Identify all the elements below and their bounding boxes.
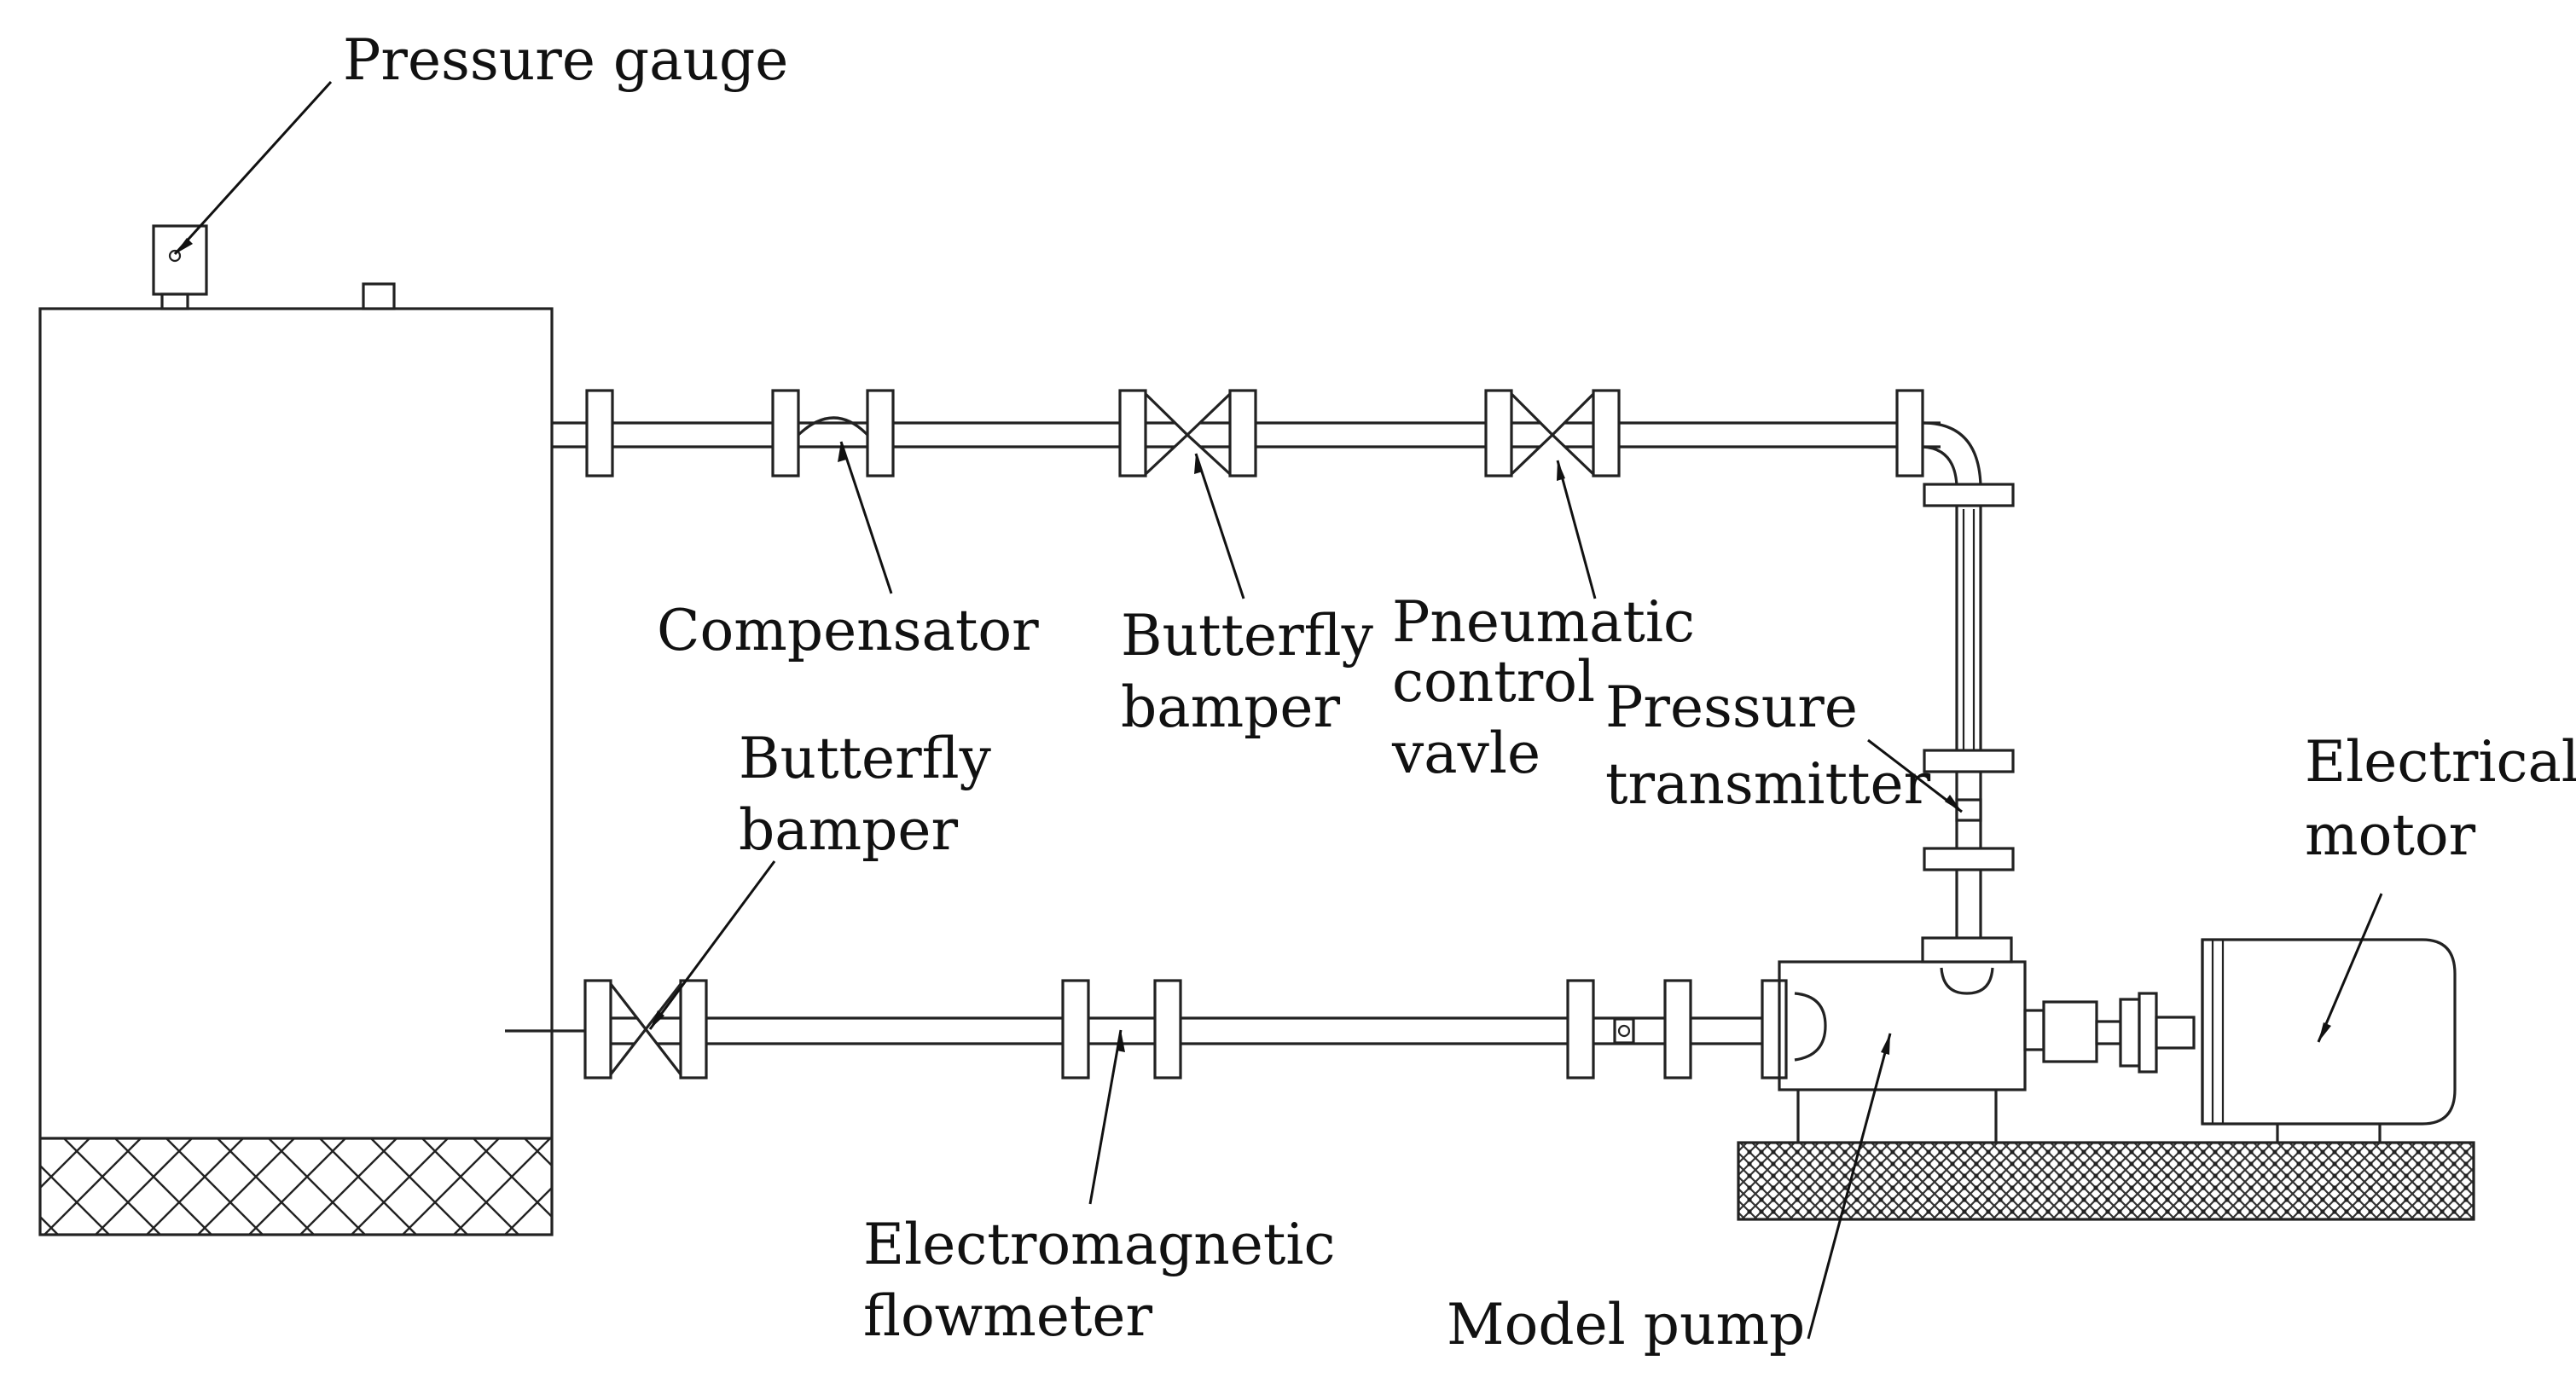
flowmeter-electrode — [1613, 1017, 1635, 1045]
concrete-base — [1737, 1141, 2475, 1221]
leader-flowmeter — [1088, 1029, 1123, 1205]
pressure-gauge — [152, 224, 208, 310]
leader-pneumatic-valve — [1556, 460, 1597, 599]
leader-butterfly-lower — [648, 860, 776, 1030]
butterfly-damper-upper — [1118, 389, 1257, 478]
lower-pipeline — [589, 1016, 1778, 1045]
leader-pressure-gauge — [173, 80, 333, 256]
upper-pipe-flanges — [585, 389, 1924, 478]
leader-electrical-motor — [2317, 893, 2383, 1043]
pipe-elbow — [1922, 421, 1982, 487]
label-pressure-transmitter-line1: Pressure — [1605, 674, 1858, 740]
label-electrical-motor-line1: Electrical — [2305, 729, 2576, 795]
label-pneumatic-line2: control — [1392, 649, 1595, 715]
label-electrical-motor-line2: motor — [2305, 802, 2476, 868]
butterfly-damper-lower — [583, 979, 708, 1080]
leader-butterfly-upper — [1194, 453, 1245, 599]
water-tank — [38, 307, 554, 1236]
vertical-pipe-flanges — [1923, 483, 2015, 871]
leader-compensator — [839, 441, 893, 594]
label-butterfly-lower-line2: bamper — [739, 797, 958, 863]
label-pressure-gauge: Pressure gauge — [343, 27, 788, 93]
model-pump — [1778, 936, 2027, 1143]
label-flowmeter-line1: Electromagnetic — [863, 1212, 1335, 1277]
tank-vent-nozzle — [362, 282, 396, 310]
vertical-pipe — [1955, 490, 1982, 946]
leader-arrowheads — [175, 238, 2331, 1055]
label-pneumatic-line3: vavle — [1391, 721, 1540, 786]
tank-base-filter — [41, 1138, 551, 1234]
label-compensator: Compensator — [657, 598, 1039, 663]
label-flowmeter-line2: flowmeter — [863, 1283, 1152, 1349]
label-model-pump: Model pump — [1447, 1292, 1805, 1357]
compensator — [797, 416, 869, 437]
label-butterfly-lower-line1: Butterfly — [739, 726, 992, 791]
label-butterfly-upper-line1: Butterfly — [1121, 603, 1374, 669]
label-butterfly-upper-line2: bamper — [1121, 674, 1340, 740]
leader-lines — [173, 80, 2383, 1340]
electrical-motor — [2201, 938, 2457, 1143]
label-pneumatic-line1: Pneumatic — [1392, 589, 1695, 655]
leader-model-pump — [1807, 1033, 1892, 1340]
lower-pipe-flanges — [1061, 979, 1788, 1080]
shaft-coupling — [2023, 992, 2196, 1074]
label-pressure-transmitter-line2: transmitter — [1605, 751, 1931, 817]
pneumatic-control-valve — [1484, 389, 1621, 478]
